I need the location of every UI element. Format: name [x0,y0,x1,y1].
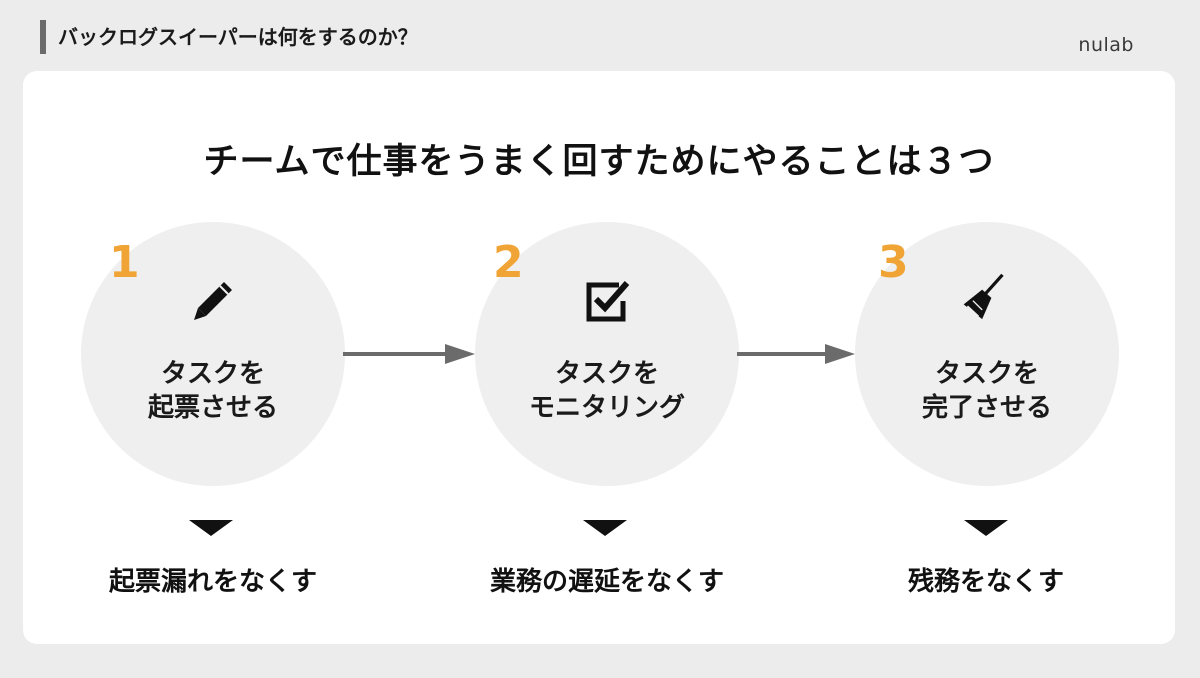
nulab-logo: nulab [1078,34,1134,56]
step-label-1-line1: タスクを [160,359,265,389]
down-arrow-1 [189,520,233,536]
step-number-2: 2 [493,237,524,288]
step-label-2: タスクを モニタリング [475,357,739,425]
flow-arrow-2 [737,344,855,364]
step-label-1: タスクを 起票させる [81,357,345,425]
slide-heading: チームで仕事をうまく回すためにやることは３つ [203,142,995,182]
step-label-3-line1: タスクを [934,359,1039,389]
step-circle-2 [475,222,739,486]
step-label-3-line2: 完了させる [921,393,1052,423]
step-label-2-line1: タスクを [554,359,659,389]
header-accent-bar [40,20,46,54]
flow-arrow-1 [343,344,475,364]
pencil-icon [194,282,232,320]
step-label-3: タスクを 完了させる [855,357,1119,425]
step-circle-3 [855,222,1119,486]
broom-icon [963,273,1004,320]
step-label-2-line2: モニタリング [528,393,685,423]
step-label-1-line2: 起票させる [147,393,278,423]
down-arrow-3 [964,520,1008,536]
outcome-3: 残務をなくす [907,567,1064,597]
outcome-1: 起票漏れをなくす [108,567,317,597]
checkbox-checked-icon [586,281,630,322]
step-number-3: 3 [878,237,909,288]
step-circle-1 [81,222,345,486]
content-card: チームで仕事をうまく回すためにやることは３つ 1 タスクを 起票させる 起票漏れ… [23,71,1175,644]
outcome-2: 業務の遅延をなくす [489,567,724,597]
down-arrow-2 [583,520,627,536]
page-title: バックログスイーパーは何をするのか？ [58,25,418,49]
step-number-1: 1 [109,237,140,288]
